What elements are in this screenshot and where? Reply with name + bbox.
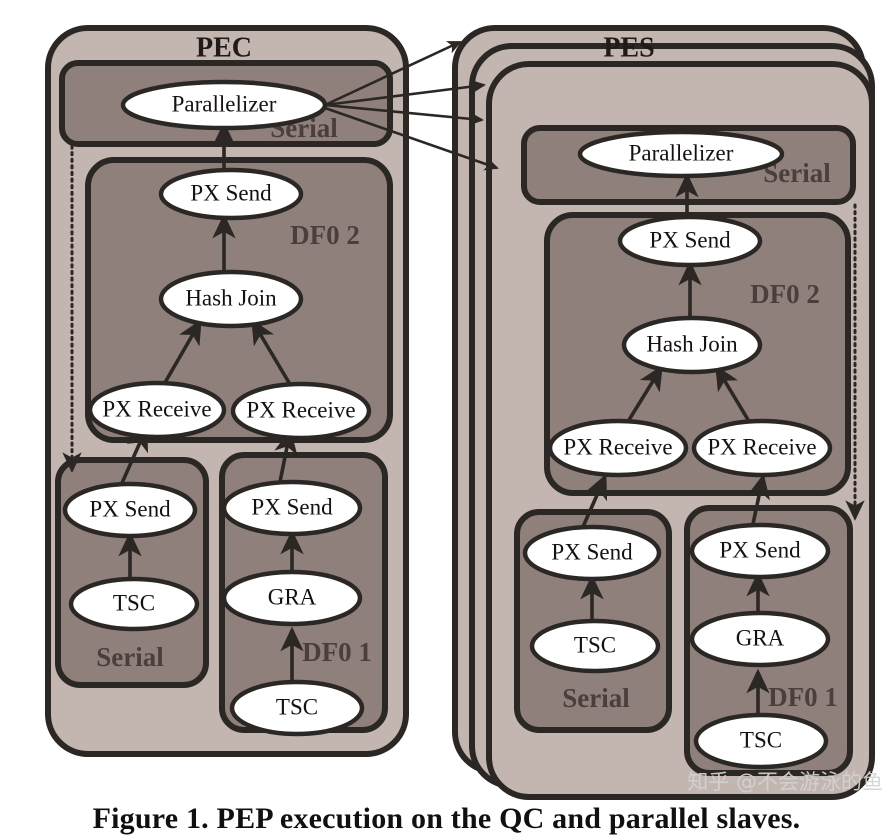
pes-node-gra-df1[interactable]: GRA [689, 610, 831, 668]
pes-df0-1-label: DF0 1 [768, 682, 838, 712]
pec-node-px-receive-right-label: PX Receive [246, 397, 355, 422]
pec-node-tsc-serial-label: TSC [113, 590, 155, 615]
pec-node-px-receive-left-label: PX Receive [102, 396, 211, 421]
pec-df0-1-label: DF0 1 [302, 637, 372, 667]
pes-node-px-receive-right-label: PX Receive [707, 434, 816, 459]
pec-node-px-send-serial[interactable]: PX Send [62, 481, 198, 539]
dispatch-arrow-3 [324, 103, 484, 126]
pes-node-px-receive-left-label: PX Receive [563, 434, 672, 459]
pes-node-px-send-top-label: PX Send [649, 227, 731, 252]
pec-node-gra-df1-label: GRA [268, 584, 317, 609]
pes-node-tsc-df1-label: TSC [740, 727, 782, 752]
dispatch-arrow-2 [324, 79, 486, 107]
pes-df0-2-label: DF0 2 [750, 279, 820, 309]
pec-edge-pxreceive-left-to-hashjoin [161, 319, 202, 387]
dispatch-arrow-1 [324, 40, 462, 107]
pec-node-px-receive-left[interactable]: PX Receive [87, 380, 227, 440]
pec-node-hash-join-label: Hash Join [185, 285, 277, 310]
pec-node-px-send-df1[interactable]: PX Send [221, 479, 363, 537]
pes-panel-title: PES [603, 32, 654, 63]
pec-df0-2-label: DF0 2 [290, 220, 360, 250]
pes-node-gra-df1-label: GRA [736, 625, 785, 650]
pec-node-parallelizer[interactable]: Parallelizer [120, 79, 328, 131]
pes-serial-bottom-label: Serial [562, 683, 630, 713]
pec-node-px-send-top-label: PX Send [190, 180, 272, 205]
pes-node-px-send-df1-label: PX Send [719, 537, 801, 562]
pes-node-px-receive-left[interactable]: PX Receive [547, 418, 689, 478]
pes-node-px-send-df1[interactable]: PX Send [689, 522, 831, 580]
watermark: 知乎 @不会游泳的鱼 [687, 770, 883, 794]
dispatch-arrows [324, 40, 499, 171]
pes-node-parallelizer[interactable]: Parallelizer [577, 129, 785, 179]
pes-edge-pxreceive-left-to-hashjoin [622, 365, 663, 429]
pes-edge-pxreceive-right-to-hashjoin [715, 365, 755, 429]
pec-node-tsc-serial[interactable]: TSC [68, 576, 200, 632]
pes-node-tsc-df1[interactable]: TSC [693, 712, 829, 770]
pes-node-hash-join-label: Hash Join [646, 331, 738, 356]
pec-node-px-receive-right[interactable]: PX Receive [230, 381, 372, 441]
pes-node-tsc-serial-label: TSC [574, 632, 616, 657]
pec-panel-title: PEC [196, 32, 252, 63]
pes-node-px-send-serial[interactable]: PX Send [522, 524, 662, 582]
pec-node-px-send-serial-label: PX Send [89, 496, 171, 521]
dispatch-arrow-4 [324, 106, 499, 171]
pec-serial-bottom-label: Serial [96, 642, 164, 672]
pes-node-px-send-top[interactable]: PX Send [617, 214, 763, 268]
pec-node-px-send-df1-label: PX Send [251, 494, 333, 519]
pec-edge-pxreceive-right-to-hashjoin [251, 319, 293, 387]
pes-node-hash-join[interactable]: Hash Join [621, 315, 763, 375]
pec-node-tsc-df1[interactable]: TSC [229, 679, 365, 737]
pec-node-px-send-top[interactable]: PX Send [158, 167, 304, 221]
pec-edge-pxsend-serial-to-pxreceive [116, 425, 149, 493]
pec-node-gra-df1[interactable]: GRA [221, 569, 363, 627]
pes-node-tsc-serial[interactable]: TSC [529, 618, 661, 674]
figure-caption: Figure 1. PEP execution on the QC and pa… [92, 802, 801, 835]
pec-node-hash-join[interactable]: Hash Join [158, 269, 304, 329]
pes-node-px-send-serial-label: PX Send [551, 539, 633, 564]
pes-node-parallelizer-label: Parallelizer [629, 140, 734, 165]
pec-node-tsc-df1-label: TSC [276, 694, 318, 719]
pec-node-parallelizer-label: Parallelizer [172, 91, 277, 116]
pes-node-px-receive-right[interactable]: PX Receive [691, 418, 833, 478]
